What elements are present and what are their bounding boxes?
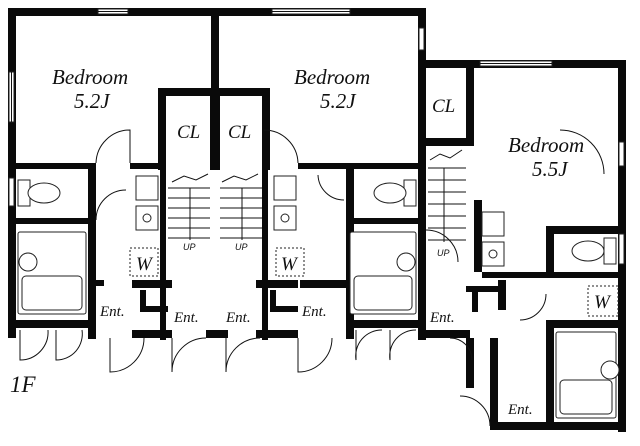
stairs-up-label: UP bbox=[235, 242, 248, 252]
bedroom-a-name: Bedroom bbox=[52, 65, 128, 89]
bedroom-c-size: 5.5J bbox=[532, 157, 569, 181]
washer-label: W bbox=[281, 254, 299, 275]
bedroom-b-name: Bedroom bbox=[294, 65, 370, 89]
stairs-unit-3 bbox=[428, 149, 466, 242]
closet-label: CL bbox=[432, 96, 455, 117]
bedroom-c-name: Bedroom bbox=[508, 133, 584, 157]
toilet-icon bbox=[373, 179, 417, 207]
closet-label: CL bbox=[228, 122, 251, 143]
doors bbox=[19, 129, 605, 427]
entrance-label: Ent. bbox=[99, 304, 125, 320]
washer-box bbox=[275, 247, 305, 277]
bedroom-b-size: 5.2J bbox=[320, 89, 357, 113]
stairs-unit-2 bbox=[220, 173, 262, 240]
entrance-label: Ent. bbox=[507, 402, 533, 418]
bathtub-icon bbox=[349, 231, 417, 315]
windows bbox=[8, 8, 625, 265]
washer-box bbox=[129, 247, 159, 277]
sink-icon bbox=[481, 211, 505, 267]
entrance-label: Ent. bbox=[225, 310, 251, 326]
stairs bbox=[168, 149, 466, 242]
bedroom-a-size: 5.2J bbox=[74, 89, 111, 113]
stairs-up-label: UP bbox=[437, 248, 450, 258]
closet-label: CL bbox=[177, 122, 200, 143]
toilet-icon bbox=[17, 179, 61, 207]
sink-icon bbox=[135, 175, 159, 231]
toilet-icon bbox=[571, 237, 617, 265]
washer-label: W bbox=[594, 292, 612, 313]
washer-label: W bbox=[136, 254, 154, 275]
entrance-label: Ent. bbox=[301, 304, 327, 320]
fixtures bbox=[17, 175, 620, 419]
washer-box bbox=[587, 285, 619, 317]
entrance-label: Ent. bbox=[173, 310, 199, 326]
stairs-unit-1 bbox=[168, 173, 210, 240]
sink-icon bbox=[273, 175, 297, 231]
floor-label: 1F bbox=[10, 372, 37, 397]
stairs-up-label: UP bbox=[183, 242, 196, 252]
entrance-label: Ent. bbox=[429, 310, 455, 326]
bathtub-icon bbox=[17, 231, 87, 315]
labels: Bedroom 5.2J Bedroom 5.2J Bedroom 5.5J C… bbox=[10, 65, 612, 418]
bathtub-icon bbox=[555, 331, 620, 419]
